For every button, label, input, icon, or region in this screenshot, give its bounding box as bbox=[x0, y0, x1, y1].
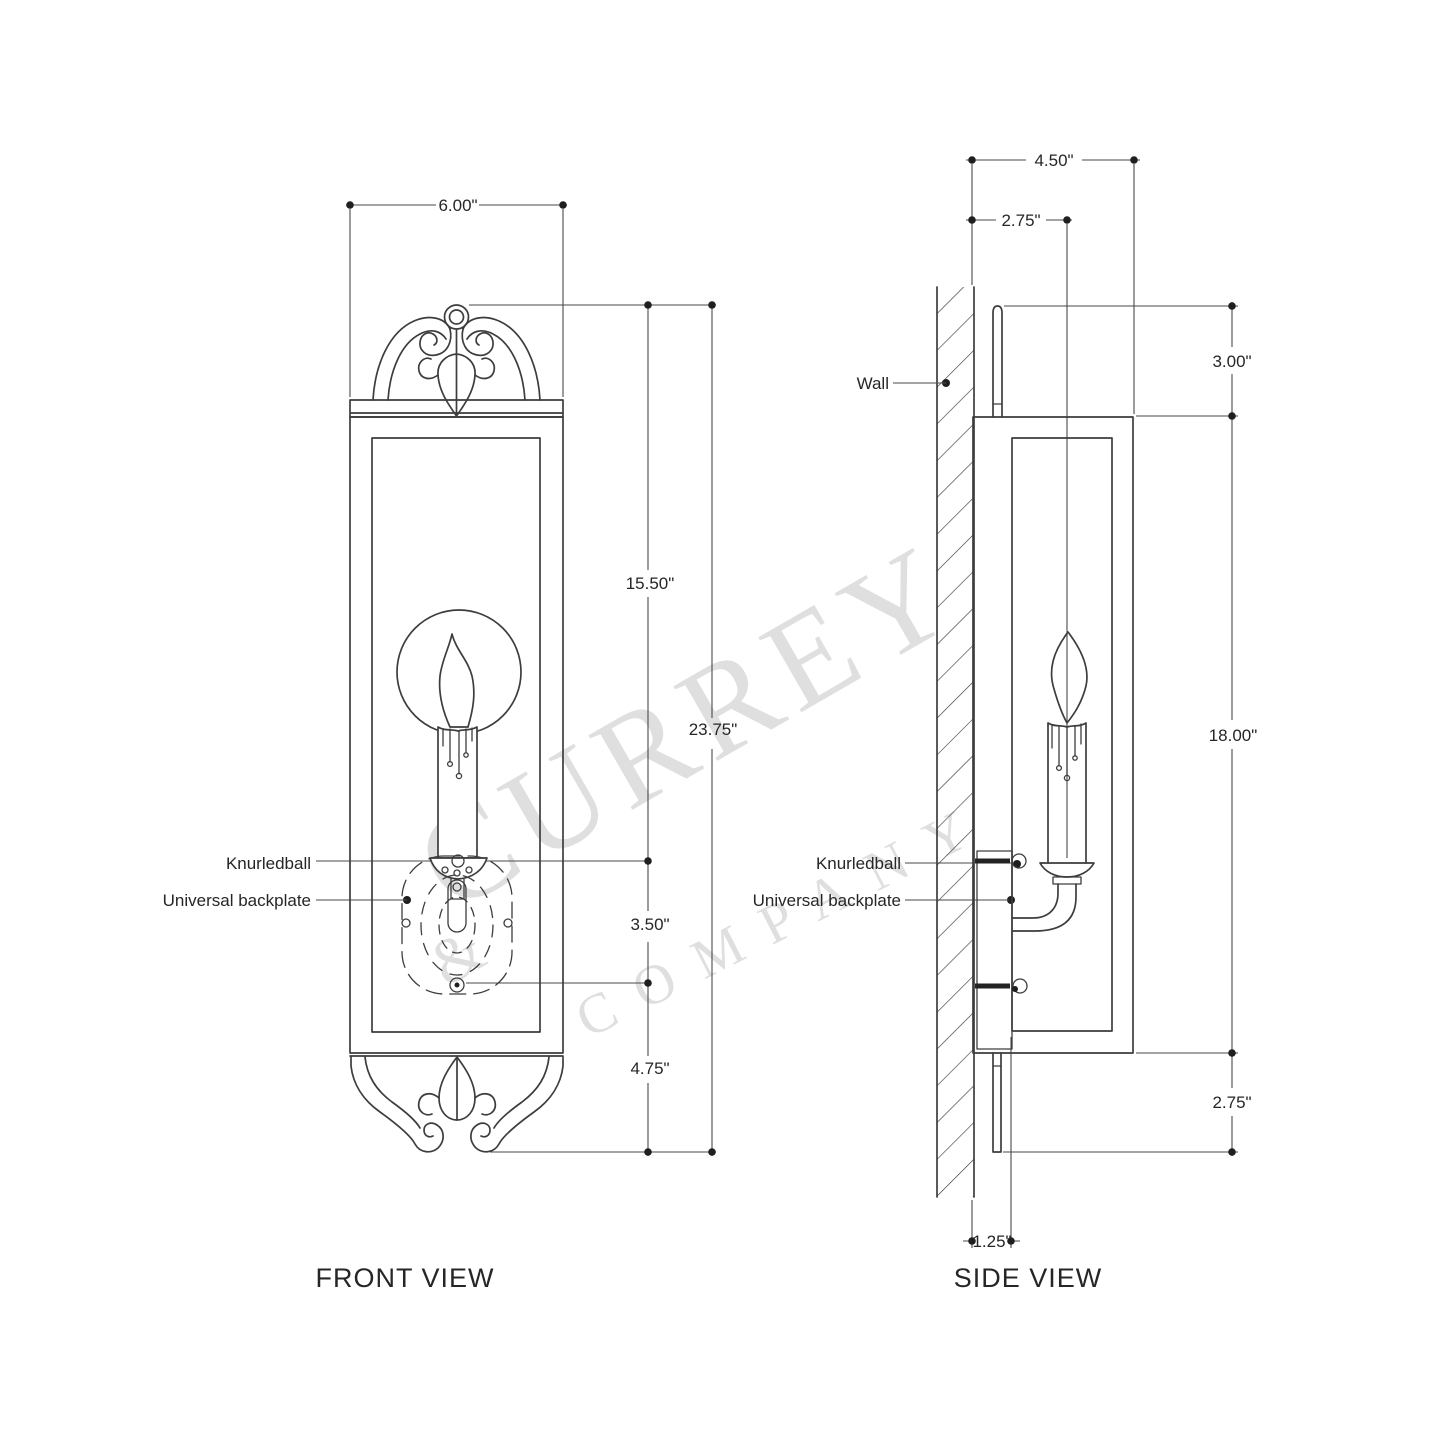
front-fixture-drawing bbox=[349, 304, 564, 1153]
front-lower-height-dimension: 4.75" bbox=[630, 1059, 669, 1078]
wall-section bbox=[936, 286, 975, 1198]
bottom-stem bbox=[992, 1052, 1002, 1153]
side-body-height-dimension: 18.00" bbox=[1209, 726, 1258, 745]
keyhole-slot bbox=[447, 879, 467, 933]
brand-watermark: CURREY & COMPANY bbox=[393, 514, 1001, 1050]
side-depth-dimension: 4.50" bbox=[1034, 151, 1073, 170]
candle-body bbox=[437, 726, 478, 859]
flame-shape bbox=[438, 633, 475, 728]
front-candle bbox=[396, 609, 522, 900]
front-knurledball-label: Knurledball bbox=[226, 854, 311, 873]
side-backplate-label: Universal backplate bbox=[753, 891, 901, 910]
top-stem bbox=[992, 305, 1003, 418]
side-backplate bbox=[976, 850, 1013, 1050]
front-backplate-label: Universal backplate bbox=[163, 891, 311, 910]
mounting-screw-top bbox=[975, 853, 1027, 869]
front-callouts: Knurledball Universal backplate bbox=[163, 854, 407, 910]
front-view: 6.00" 15.50" 23.75" 3.50" 4.75" Knurledb… bbox=[163, 196, 738, 1293]
front-dimension-lines bbox=[316, 201, 716, 1156]
front-bottom-ornament bbox=[350, 1056, 564, 1153]
front-backplate bbox=[401, 855, 513, 995]
wall-label: Wall bbox=[857, 374, 889, 393]
candle-arm bbox=[1012, 883, 1077, 932]
side-candle bbox=[1012, 631, 1095, 932]
front-backplate-span-dimension: 3.50" bbox=[630, 915, 669, 934]
front-top-ornament bbox=[372, 304, 541, 417]
side-candle-offset-dimension: 2.75" bbox=[1001, 211, 1040, 230]
mounting-screw-bottom bbox=[975, 978, 1028, 994]
side-view: 4.50" 2.75" 3.00" 18.00" 2.75" 1.25" Wal… bbox=[753, 151, 1258, 1293]
side-dimension-lines bbox=[942, 156, 1238, 1248]
candle-cup bbox=[429, 857, 488, 880]
front-width-dimension: 6.00" bbox=[438, 196, 477, 215]
front-view-title: FRONT VIEW bbox=[315, 1263, 494, 1293]
side-view-title: SIDE VIEW bbox=[954, 1263, 1103, 1293]
side-backplate-depth-dimension: 1.25" bbox=[972, 1232, 1011, 1251]
knurled-ball bbox=[451, 854, 465, 868]
side-top-stem-dimension: 3.00" bbox=[1212, 352, 1251, 371]
flame-shape bbox=[1050, 631, 1088, 724]
side-bottom-stem-dimension: 2.75" bbox=[1212, 1093, 1251, 1112]
front-upper-height-dimension: 15.50" bbox=[626, 574, 675, 593]
side-knurledball-label: Knurledball bbox=[816, 854, 901, 873]
front-overall-height-dimension: 23.75" bbox=[689, 720, 738, 739]
side-callouts: Wall Knurledball Universal backplate bbox=[753, 374, 1014, 910]
side-fixture-drawing bbox=[972, 305, 1134, 1153]
candle-cup bbox=[1039, 862, 1095, 878]
